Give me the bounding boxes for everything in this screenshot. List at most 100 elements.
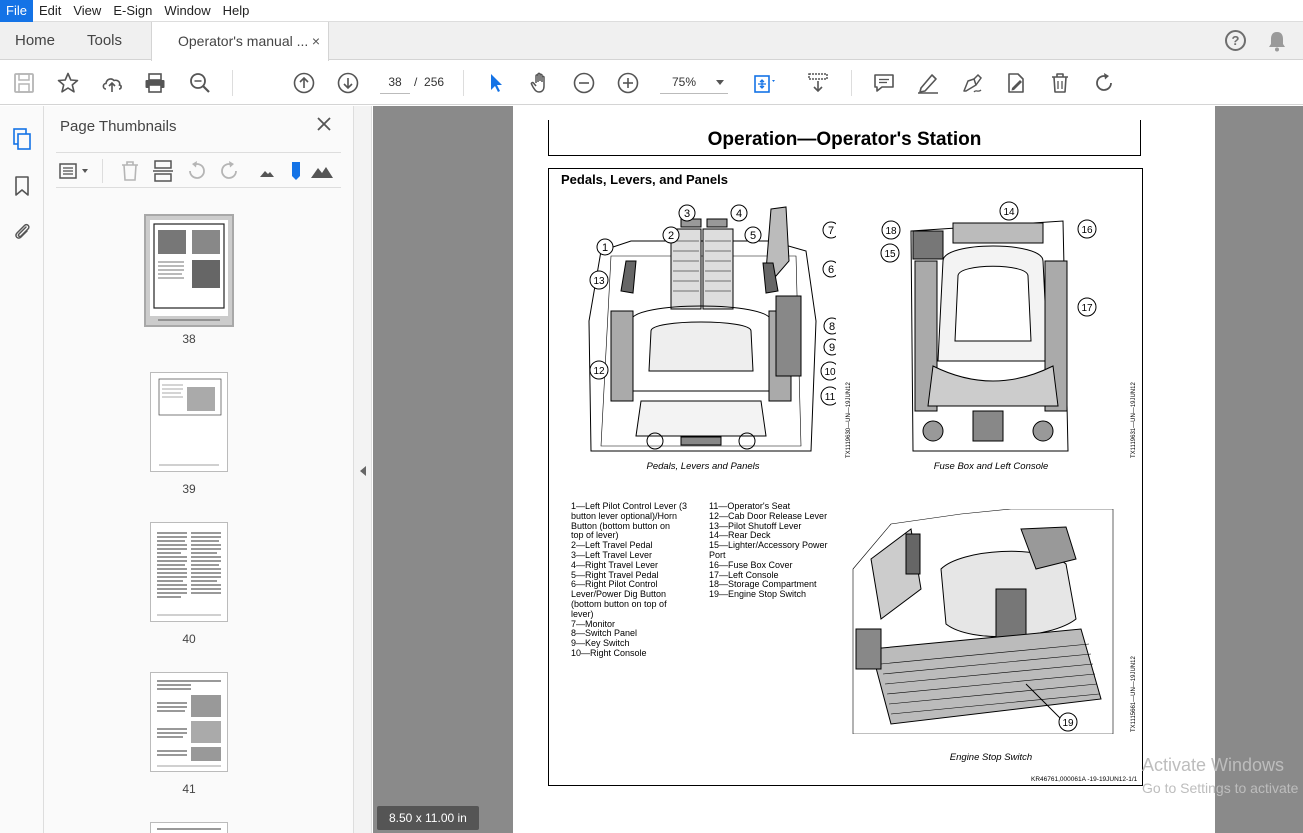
tab-tools[interactable]: Tools: [87, 32, 123, 49]
menu-help[interactable]: Help: [222, 2, 250, 18]
legend-item: 6—Right Pilot Control: [571, 579, 658, 590]
content-frame: [548, 168, 1143, 786]
caption-fig2: Fuse Box and Left Console: [933, 461, 1049, 472]
callout-5: 5: [750, 230, 756, 242]
callout-4: 4: [736, 208, 742, 220]
zoom-level-select[interactable]: 75%: [660, 70, 728, 94]
delete-page-icon[interactable]: [118, 159, 142, 183]
zoom-search-icon[interactable]: [188, 71, 212, 95]
callout-9: 9: [829, 342, 835, 354]
save-icon[interactable]: [12, 71, 36, 95]
thumbnail-preview: [158, 378, 222, 466]
extract-pages-icon[interactable]: [151, 159, 175, 183]
document-view[interactable]: Operation—Operator's Station Pedals, Lev…: [373, 106, 1303, 833]
attachments-paperclip-icon[interactable]: [11, 220, 33, 242]
bookmark-star-icon[interactable]: [56, 71, 80, 95]
bookmarks-icon[interactable]: [11, 175, 33, 197]
callout-2: 2: [668, 230, 674, 242]
legend-item: 3—Left Travel Lever: [571, 549, 653, 560]
legend-item: 18—Storage Compartment: [709, 579, 817, 590]
thumbnail-page-38[interactable]: [144, 214, 234, 327]
tab-document-label: Operator's manual ...: [178, 33, 309, 49]
help-icon[interactable]: ?: [1225, 30, 1246, 51]
menu-edit[interactable]: Edit: [38, 2, 62, 18]
large-thumbnails-icon[interactable]: [310, 159, 334, 183]
select-cursor-icon[interactable]: [484, 71, 508, 95]
menu-file[interactable]: File: [0, 0, 33, 22]
rotate-left-icon[interactable]: [184, 159, 208, 183]
figure-code-3: TX1115661—UN—19JUN12: [1131, 656, 1137, 732]
section-title: Operation—Operator's Station: [548, 120, 1141, 156]
navigation-rail: [0, 106, 44, 833]
caption-fig3: Engine Stop Switch: [949, 752, 1033, 763]
legend-item: lever): [571, 608, 594, 619]
small-thumbnails-icon[interactable]: [256, 159, 280, 183]
tab-close-icon[interactable]: ×: [311, 33, 320, 49]
thumbnail-preview: [157, 828, 221, 830]
thumbnail-toolbar: [56, 152, 341, 188]
comment-icon[interactable]: [872, 71, 896, 95]
callout-19: 19: [1062, 718, 1074, 729]
tab-home[interactable]: Home: [15, 32, 56, 49]
menu-window[interactable]: Window: [164, 2, 211, 18]
hand-tool-icon[interactable]: [528, 71, 552, 95]
callout-7: 7: [828, 225, 834, 237]
menu-esign[interactable]: E-Sign: [113, 2, 153, 18]
rotate-right-icon[interactable]: [218, 159, 242, 183]
rotate-icon[interactable]: [1092, 71, 1116, 95]
thumbnail-list: 38 39 40: [44, 198, 334, 833]
thumbnail-options-icon[interactable]: [58, 159, 94, 183]
close-icon[interactable]: [316, 116, 332, 132]
callout-10: 10: [824, 367, 836, 378]
thumbnail-preview: [157, 680, 221, 767]
thumbnail-page-42[interactable]: [150, 822, 228, 833]
thumbnail-page-39[interactable]: [150, 372, 228, 472]
activation-watermark: Activate Windows: [1142, 755, 1285, 775]
page-fit-icon[interactable]: [752, 71, 776, 95]
callout-3: 3: [684, 208, 690, 220]
callout-17: 17: [1081, 303, 1093, 314]
toolbar-separator: [102, 159, 103, 183]
legend-item: 19—Engine Stop Switch: [709, 589, 807, 600]
legend-item: 9—Key Switch: [571, 638, 630, 649]
thumbnail-size-slider-icon[interactable]: [284, 159, 308, 183]
legend-right: 11—Operator's Seat 12—Cab Door Release L…: [709, 501, 828, 600]
footer-code: KR46761,000061A -19-19JUN12-1/1: [1031, 776, 1138, 783]
pdf-page: Operation—Operator's Station Pedals, Lev…: [513, 106, 1215, 833]
menu-view[interactable]: View: [73, 2, 102, 18]
page-count: / 256: [414, 70, 444, 94]
page-size-badge: 8.50 x 11.00 in: [377, 806, 479, 830]
notification-bell-icon[interactable]: [1267, 30, 1287, 52]
panel-collapse-handle[interactable]: [354, 106, 372, 833]
previous-page-icon[interactable]: [292, 71, 316, 95]
zoom-out-icon[interactable]: [572, 71, 596, 95]
page-separator: /: [414, 75, 418, 89]
panel-title: Page Thumbnails: [60, 118, 177, 135]
thumbnail-page-40[interactable]: [150, 522, 228, 622]
delete-trash-icon[interactable]: [1048, 71, 1072, 95]
callout-1: 1: [602, 242, 608, 254]
legend-item: 5—Right Travel Pedal: [571, 569, 659, 580]
zoom-in-icon[interactable]: [616, 71, 640, 95]
sign-pen-icon[interactable]: [960, 71, 984, 95]
zoom-level-value: 75%: [672, 75, 697, 89]
tab-document[interactable]: Operator's manual ... ×: [151, 22, 329, 61]
page-thumbnails-icon[interactable]: [11, 128, 33, 150]
scroll-mode-icon[interactable]: [806, 71, 830, 95]
highlight-pen-icon[interactable]: [916, 71, 940, 95]
legend-item: Port: [709, 549, 726, 560]
figure-pedals-levers-panels: 1 2 3 4 5 6 7 8 9 10 11 12 13: [571, 201, 836, 463]
page-number-input[interactable]: 38: [380, 70, 410, 94]
print-icon[interactable]: [143, 71, 167, 95]
thumbnail-page-41[interactable]: [150, 672, 228, 772]
legend-item: 12—Cab Door Release Lever: [709, 510, 828, 521]
thumbnail-preview: [150, 220, 228, 325]
toolbar-separator: [463, 70, 464, 96]
chevron-down-icon: [716, 80, 724, 85]
legend-item: 1—Left Pilot Control Lever (3: [571, 501, 688, 511]
figure-fuse-box-left-console: 14 15 16 17 18: [873, 201, 1103, 461]
figure-code-2: TX1119631—UN—19JUN12: [1131, 382, 1137, 458]
cloud-upload-icon[interactable]: [100, 71, 124, 95]
edit-document-icon[interactable]: [1004, 71, 1028, 95]
next-page-icon[interactable]: [336, 71, 360, 95]
